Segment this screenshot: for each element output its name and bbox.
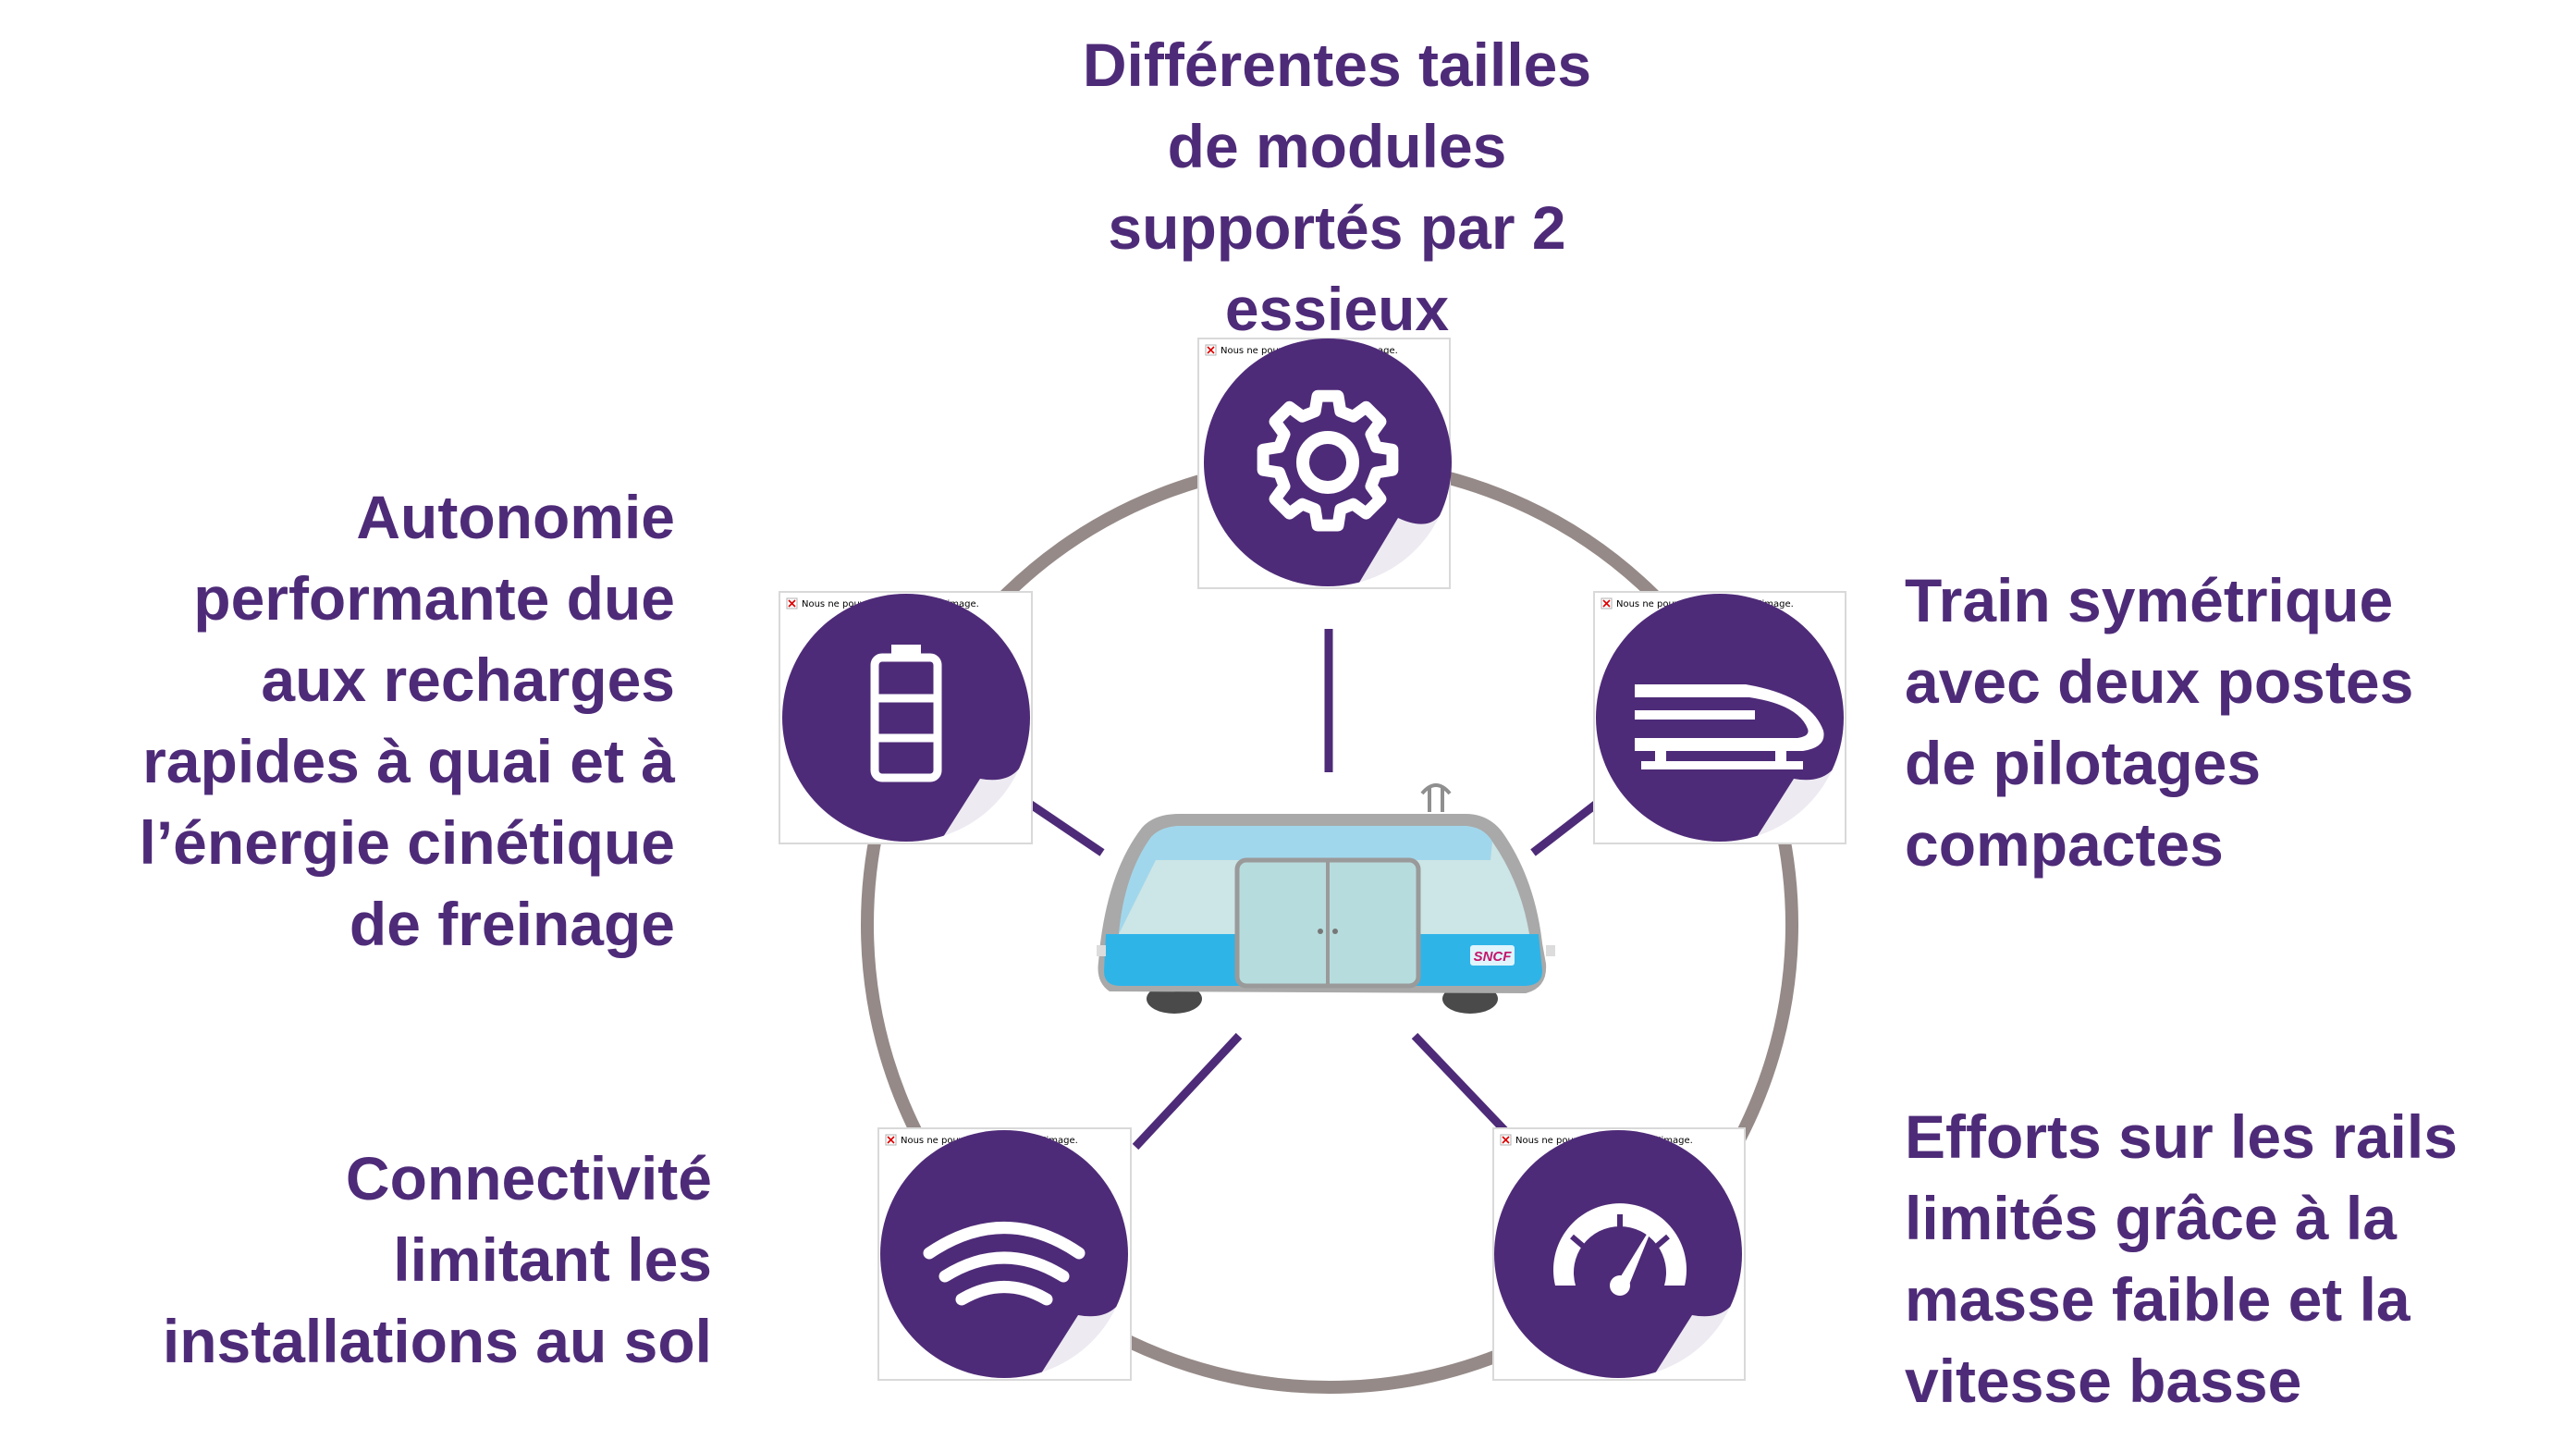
spoke-bottom-right: [1411, 1032, 1511, 1137]
badge-bottom-right: [1494, 1130, 1742, 1378]
feature-label-left: Autonomie performante due aux recharges …: [139, 483, 676, 958]
badge-right: [1596, 594, 1844, 842]
broken-image-icon: [885, 1134, 897, 1146]
feature-label-right: Train symétrique avec deux postes de pil…: [1905, 566, 2414, 879]
broken-image-icon: [1601, 597, 1613, 609]
spoke-left: [1025, 799, 1105, 856]
feature-label-bottom-right: Efforts sur les rails limités grâce à la…: [1905, 1102, 2458, 1415]
badge-left: [782, 594, 1030, 842]
spokes: [1025, 629, 1601, 1151]
gear-icon: [1257, 389, 1399, 532]
badge-top: [1204, 338, 1452, 586]
shuttle-door: [1234, 857, 1421, 989]
shuttle-vehicle: SNCF: [1097, 783, 1555, 1014]
spoke-right: [1530, 799, 1601, 856]
high-speed-train-icon: [1635, 684, 1824, 769]
feature-label-top: Différentes tailles de modules supportés…: [1082, 31, 1592, 343]
broken-image-icon: [1500, 1134, 1512, 1146]
broken-image-icon: [786, 597, 798, 609]
antenna: [1420, 783, 1452, 812]
speedometer-icon: [1553, 1203, 1687, 1296]
sncf-logo: SNCF: [1470, 945, 1515, 966]
feature-label-bottom-left: Connectivité limitant les installations …: [162, 1144, 712, 1375]
svg-text:SNCF: SNCF: [1474, 949, 1513, 965]
broken-image-icon: [1205, 344, 1217, 356]
badge-bottom-left: [880, 1130, 1128, 1378]
battery-icon: [870, 645, 942, 782]
spoke-bottom-left: [1132, 1032, 1243, 1151]
wifi-signal-icon: [923, 1222, 1086, 1306]
